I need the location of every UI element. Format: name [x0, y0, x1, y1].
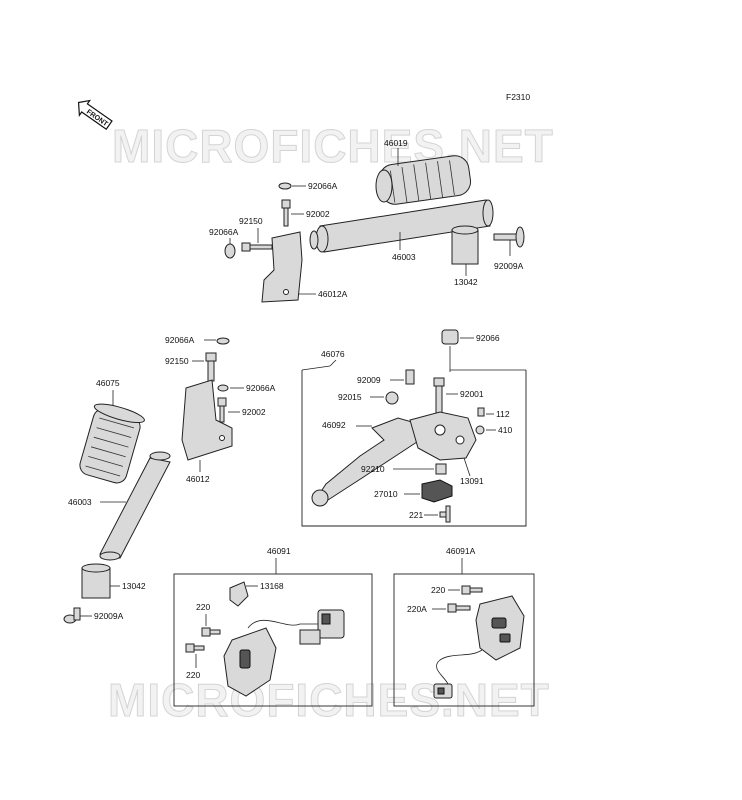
left-handlebar-switch-icon — [223, 609, 345, 697]
washer-icon — [216, 337, 230, 345]
label-92002-left: 92002 — [242, 407, 266, 417]
handlebar-pipe-icon — [309, 199, 494, 253]
left-switch-frame — [173, 573, 373, 707]
label-46003-left: 46003 — [68, 497, 92, 507]
screw-icon — [185, 643, 205, 653]
right-switch-frame — [393, 573, 535, 707]
label-92001: 92001 — [460, 389, 484, 399]
cap-icon — [441, 329, 459, 345]
label-221: 221 — [409, 510, 423, 520]
screw-icon — [63, 607, 81, 624]
label-13168: 13168 — [260, 581, 284, 591]
screw-icon — [493, 226, 525, 248]
diagram-code: F2310 — [506, 92, 530, 102]
right-handlebar-switch-icon — [433, 595, 525, 699]
label-13042-top: 13042 — [454, 277, 478, 287]
bolt-icon — [433, 377, 445, 415]
lever-bracket-icon — [409, 411, 477, 461]
bolt-icon — [205, 352, 217, 382]
nut-icon — [435, 463, 447, 475]
bar-end-weight-icon — [81, 563, 111, 599]
washer-icon — [278, 182, 292, 190]
label-92009A-top: 92009A — [494, 261, 524, 271]
label-92009: 92009 — [357, 375, 381, 385]
label-92150-left: 92150 — [165, 356, 189, 366]
label-46019: 46019 — [384, 138, 408, 148]
label-46092: 46092 — [322, 420, 346, 430]
screw-icon — [439, 505, 451, 523]
label-220-right: 220 — [431, 585, 445, 595]
screw-icon — [447, 603, 471, 613]
label-92002-top: 92002 — [306, 209, 330, 219]
screw-icon — [477, 407, 485, 417]
label-410: 410 — [498, 425, 512, 435]
label-92150-top: 92150 — [239, 216, 263, 226]
label-27010: 27010 — [374, 489, 398, 499]
label-220-left-1: 220 — [196, 602, 210, 612]
handlebar-grip-icon — [79, 403, 145, 484]
clutch-switch-icon — [421, 479, 453, 503]
label-46091: 46091 — [267, 546, 291, 556]
bolt-icon — [241, 242, 273, 252]
label-112: 112 — [496, 409, 510, 419]
handlebar-holder-icon — [261, 231, 303, 303]
clamp-icon — [229, 581, 249, 607]
throttle-grip-icon — [375, 155, 472, 205]
label-92066A-side: 92066A — [209, 227, 239, 237]
collar-icon — [385, 391, 399, 405]
handlebar-pipe-icon — [99, 451, 171, 561]
screw-icon — [461, 585, 483, 595]
label-92066A-left-top: 92066A — [165, 335, 195, 345]
label-92066A-left-mid: 92066A — [246, 383, 276, 393]
label-46076: 46076 — [321, 349, 345, 359]
label-46091A: 46091A — [446, 546, 476, 556]
label-92210: 92210 — [361, 464, 385, 474]
label-220-left-2: 220 — [186, 670, 200, 680]
bar-end-weight-icon — [451, 225, 479, 265]
bolt-icon — [281, 199, 291, 227]
label-92015: 92015 — [338, 392, 362, 402]
lever-assembly-frame — [301, 370, 527, 527]
label-46003-top: 46003 — [392, 252, 416, 262]
screw-icon — [405, 369, 415, 385]
label-13091: 13091 — [460, 476, 484, 486]
washer-icon — [224, 243, 236, 259]
nut-icon — [475, 425, 485, 435]
label-92066A-top: 92066A — [308, 181, 338, 191]
label-220A-right: 220A — [407, 604, 427, 614]
label-13042-left: 13042 — [122, 581, 146, 591]
watermark-top: MICROFICHES.NET — [112, 120, 554, 172]
watermark-bottom: MICROFICHES.NET — [108, 674, 550, 726]
label-46012: 46012 — [186, 474, 210, 484]
handlebar-holder-icon — [181, 379, 233, 461]
clutch-lever-icon — [311, 417, 421, 507]
screw-icon — [201, 627, 221, 637]
front-arrow-icon: FRONT — [77, 99, 113, 131]
bolt-icon — [217, 397, 227, 423]
label-92066: 92066 — [476, 333, 500, 343]
label-46012A: 46012A — [318, 289, 348, 299]
washer-icon — [217, 384, 229, 392]
label-92009A-left: 92009A — [94, 611, 124, 621]
label-46075: 46075 — [96, 378, 120, 388]
